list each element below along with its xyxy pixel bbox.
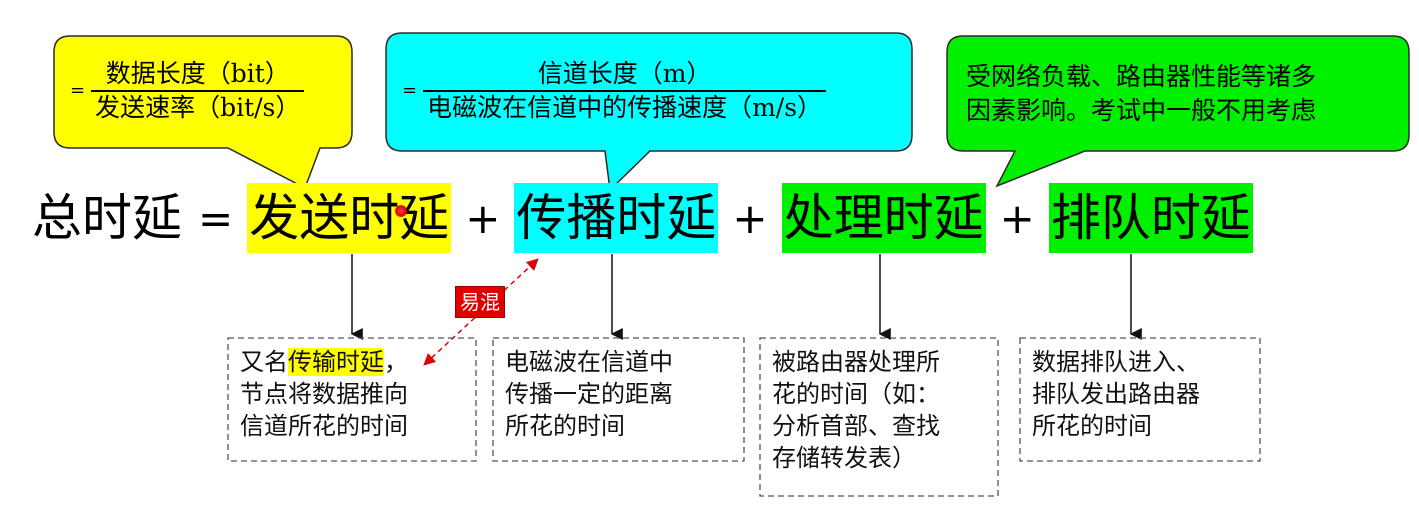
term-prefix: 传播 <box>516 189 617 247</box>
formula-numerator: 数据长度（bit） <box>105 59 290 88</box>
propagation-description: 电磁波在信道中 传播一定的距离 所花的时间 <box>505 348 673 440</box>
formula-denominator: 发送速率（bit/s） <box>95 92 301 122</box>
transmission-description: 又名传输时延， 节点将数据推向 信道所花的时间 <box>240 346 408 442</box>
plus-sign: + <box>465 193 501 243</box>
total-delay-equation: 总时延 = 发送时延 + 传播时延 + 处理时延 + 排队时延 <box>30 182 1253 254</box>
term-suffix: 时延 <box>616 189 717 247</box>
description-prefix: 又名 <box>240 348 288 376</box>
term-prefix: 发送 <box>249 189 350 247</box>
propagation-description-box <box>492 337 745 462</box>
transmission-formula: = 数据长度（bit） 发送速率（bit/s） <box>70 58 305 124</box>
propagation-delay-term: 传播时延 <box>514 183 719 253</box>
confusable-tag: 易混 <box>455 286 505 318</box>
term-suffix: 时延 <box>883 189 984 247</box>
plus-sign: + <box>999 193 1035 243</box>
transmission-callout-bubble <box>53 35 353 190</box>
total-delay-label: 总时延 <box>32 189 182 247</box>
term-suffix: 时延 <box>349 189 450 247</box>
formula-equals: = <box>70 80 86 102</box>
propagation-formula: = 信道长度（m） 电磁波在信道中的传播速度（m/s） <box>402 58 827 124</box>
description-rest: ， 节点将数据推向 信道所花的时间 <box>240 348 408 440</box>
laser-pointer-dot <box>395 205 407 217</box>
processing-description: 被路由器处理所 花的时间（如： 分析首部、查找 存储转发表） <box>772 348 940 472</box>
queuing-description-box <box>1019 337 1261 462</box>
formula-denominator: 电磁波在信道中的传播速度（m/s） <box>427 92 823 122</box>
term-suffix: 时延 <box>1150 189 1251 247</box>
propagation-callout-bubble <box>385 32 913 192</box>
equals-sign: = <box>198 193 234 243</box>
transmission-alias-highlight: 传输时延 <box>288 348 384 376</box>
transmission-delay-term: 发送时延 <box>247 183 452 253</box>
formula-numerator: 信道长度（m） <box>537 59 712 88</box>
term-prefix: 排队 <box>1050 189 1151 247</box>
fraction-bar <box>423 90 827 92</box>
queuing-note-text: 受网络负载、路由器性能等诸多 因素影响。考试中一般不用考虑 <box>966 62 1317 125</box>
plus-sign: + <box>732 193 768 243</box>
fraction-bar <box>91 90 305 92</box>
queuing-description: 数据排队进入、 排队发出路由器 所花的时间 <box>1032 348 1200 440</box>
formula-equals: = <box>402 80 418 102</box>
processing-delay-term: 处理时延 <box>781 183 986 253</box>
processing-description-box <box>759 337 999 497</box>
transmission-description-box <box>227 337 477 462</box>
term-prefix: 处理 <box>783 189 884 247</box>
queuing-delay-term: 排队时延 <box>1048 183 1253 253</box>
queuing-callout-bubble <box>946 35 1410 188</box>
